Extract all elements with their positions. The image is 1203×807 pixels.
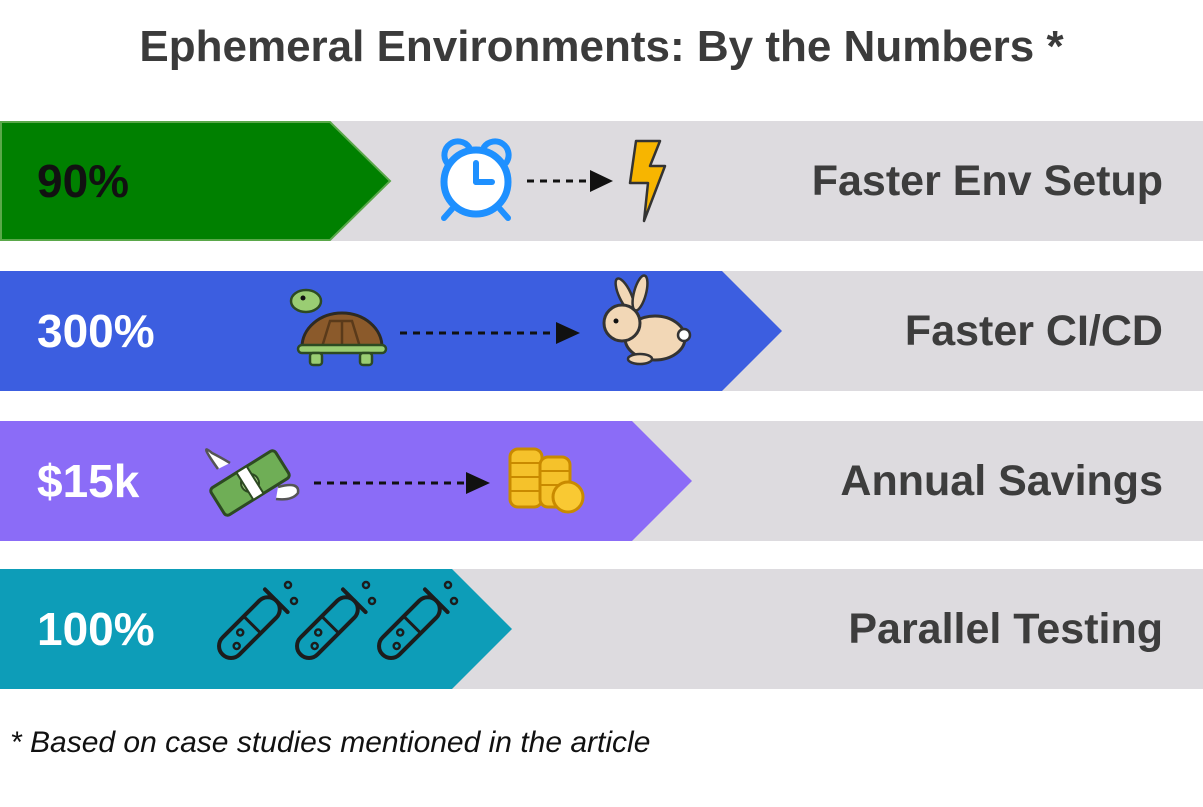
stat-bar — [0, 121, 392, 241]
stat-row-cicd: 300% Faster CI/CD — [0, 271, 1203, 391]
arrow-icon — [527, 170, 613, 192]
stat-value: 90% — [37, 155, 130, 207]
turtle-icon — [289, 288, 388, 367]
stat-label: Parallel Testing — [848, 605, 1163, 653]
alarm-clock-icon — [440, 138, 512, 221]
stat-value: 300% — [37, 305, 155, 357]
stat-value: $15k — [37, 455, 140, 507]
test-tube-icon — [217, 580, 299, 660]
stat-value: 100% — [37, 603, 155, 655]
test-tube-icon — [295, 580, 377, 660]
test-tube-icon — [377, 580, 459, 660]
stat-label: Faster CI/CD — [904, 307, 1163, 355]
stat-row-parallel: 100% — [0, 569, 1203, 689]
rabbit-icon — [602, 274, 692, 366]
footnote: * Based on case studies mentioned in the… — [10, 726, 651, 759]
arrow-icon — [400, 322, 580, 344]
money-with-wings-icon — [205, 448, 300, 517]
coin-stacks-icon — [508, 447, 585, 514]
arrow-icon — [314, 472, 490, 494]
stat-label: Faster Env Setup — [811, 157, 1163, 205]
stat-bar — [0, 271, 782, 391]
stat-row-env-setup: 90% Faster Env Setup — [0, 121, 1203, 241]
lightning-bolt-icon — [628, 139, 667, 223]
page-title: Ephemeral Environments: By the Numbers * — [139, 22, 1064, 71]
stat-label: Annual Savings — [840, 457, 1163, 505]
stat-row-savings: $15k Annual Savings — [0, 421, 1203, 541]
